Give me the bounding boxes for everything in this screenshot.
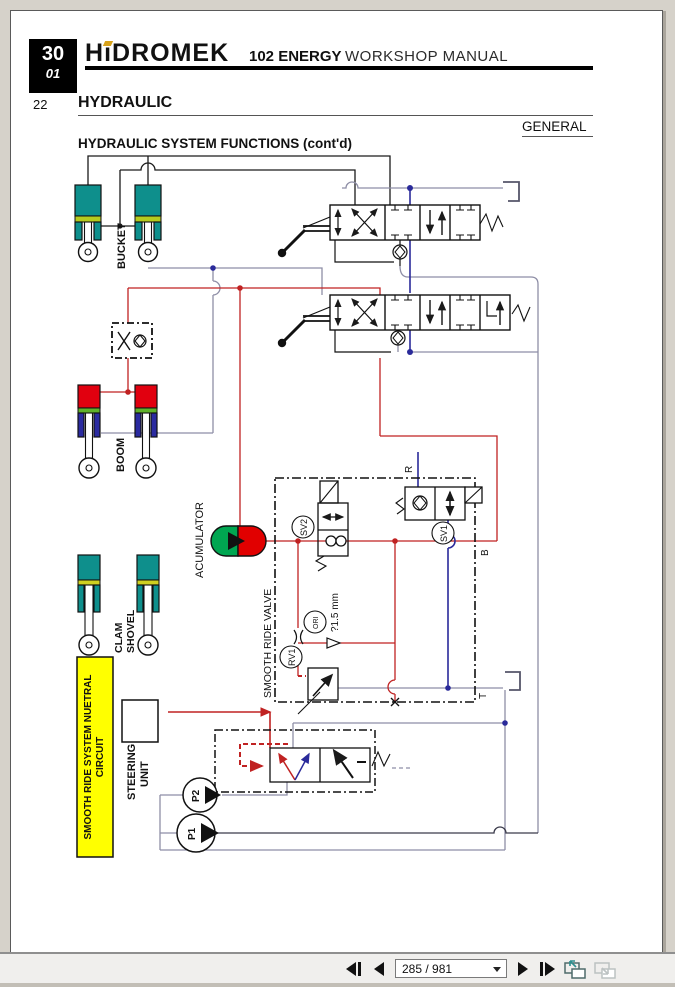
next-page-button[interactable] — [516, 960, 530, 978]
dropdown-caret-icon — [493, 967, 501, 972]
product-name: 102 ENERGY — [249, 48, 342, 65]
first-page-icon — [346, 962, 356, 976]
figure-title: HYDRAULIC SYSTEM FUNCTIONS (cont'd) — [78, 136, 352, 151]
section-label: GENERAL — [522, 119, 593, 137]
previous-page-icon — [374, 962, 384, 976]
page-number: 22 — [33, 97, 48, 112]
chapter-underline — [78, 115, 593, 116]
manual-page: 30 01 HiDROMEK 102 ENERGY WORKSHOP MANUA… — [10, 10, 663, 953]
last-page-button[interactable] — [538, 960, 557, 978]
previous-view-button[interactable] — [562, 958, 588, 984]
page-indicator-value: 285 / 981 — [402, 961, 453, 976]
logo-gold-accent: i — [104, 39, 113, 67]
next-view-icon — [594, 962, 616, 979]
brand-logo: HiDROMEK — [85, 39, 230, 67]
section-tab: 30 01 — [29, 39, 77, 93]
chapter-title: HYDRAULIC — [78, 94, 173, 111]
previous-page-button[interactable] — [372, 960, 386, 978]
previous-view-icon — [564, 960, 586, 979]
page-indicator-combobox[interactable]: 285 / 981 — [395, 959, 507, 978]
viewer-toolbar: 285 / 981 — [0, 952, 675, 985]
section-subcode: 01 — [45, 66, 61, 81]
first-page-button[interactable] — [344, 960, 363, 978]
manual-label: WORKSHOP MANUAL — [345, 48, 509, 65]
next-view-button[interactable] — [592, 958, 618, 984]
window-bottom-edge — [0, 983, 675, 987]
section-code: 30 — [41, 43, 65, 65]
header-rule — [85, 66, 593, 70]
next-page-icon — [518, 962, 528, 976]
last-page-icon — [545, 962, 555, 976]
